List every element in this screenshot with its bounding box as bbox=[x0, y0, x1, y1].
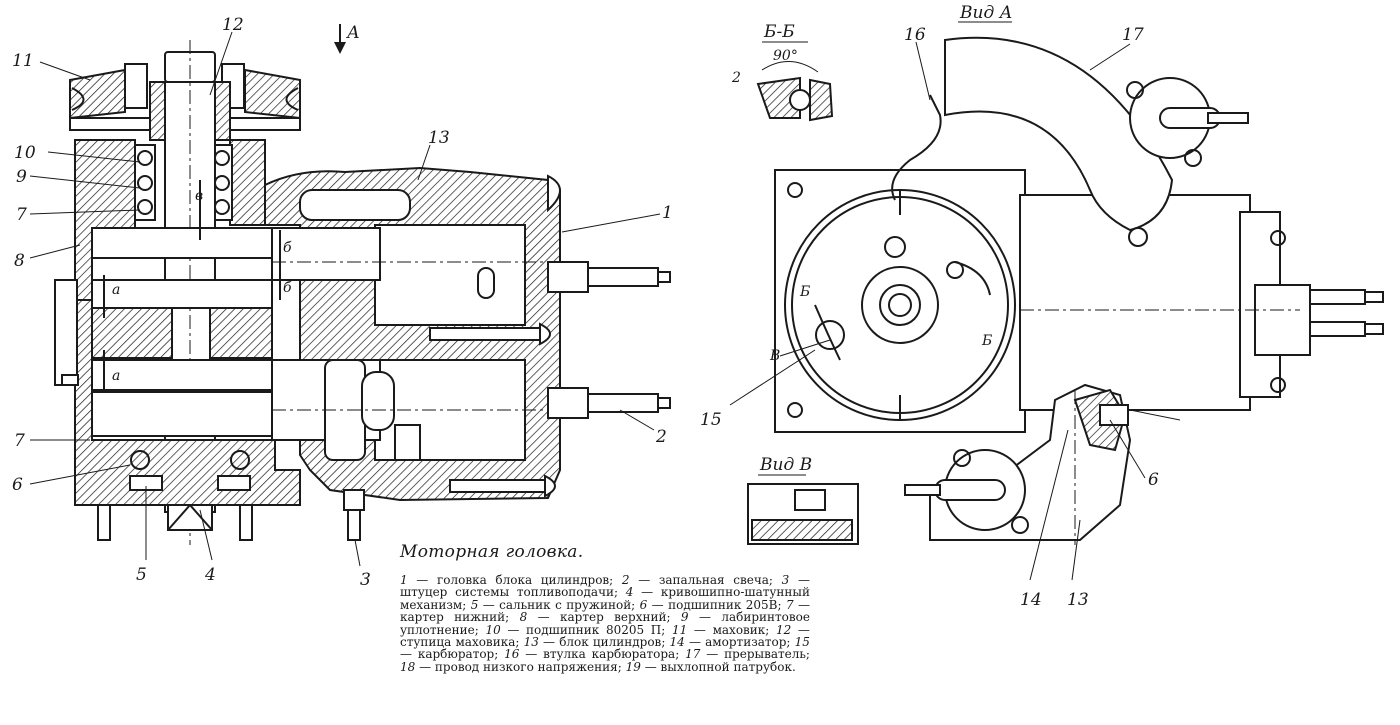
legend-number: 8 bbox=[519, 610, 528, 625]
section-view: А bbox=[12, 15, 673, 590]
legend-text: сальник с пружиной; bbox=[499, 597, 636, 612]
legend-number: 4 bbox=[625, 585, 634, 600]
legend-text: головка блока цилиндров; bbox=[436, 573, 614, 587]
legend-number: 10 bbox=[485, 622, 501, 637]
spark-plug-2 bbox=[547, 387, 671, 419]
legend-number: 3 bbox=[781, 573, 790, 587]
legend-number: 15 bbox=[794, 635, 810, 650]
svg-text:90°: 90° bbox=[773, 48, 798, 64]
view-a: Вид А Б bbox=[700, 3, 1384, 610]
svg-text:12: 12 bbox=[222, 15, 244, 35]
svg-text:3: 3 bbox=[360, 570, 371, 590]
legend-number: 19 bbox=[625, 659, 641, 674]
legend-text: кривошипно-шатунный механизм; bbox=[400, 585, 810, 612]
legend-number: 2 bbox=[621, 573, 630, 587]
legend-number: 13 bbox=[523, 635, 539, 650]
spark-plug-1 bbox=[547, 261, 671, 293]
svg-text:10: 10 bbox=[14, 143, 36, 163]
fuel-fitting bbox=[343, 489, 365, 541]
svg-text:Б: Б bbox=[981, 333, 992, 349]
svg-text:а: а bbox=[112, 368, 120, 384]
legend-number: 5 bbox=[470, 597, 479, 612]
svg-text:в: в bbox=[195, 188, 203, 204]
svg-text:7: 7 bbox=[16, 205, 27, 225]
svg-text:13: 13 bbox=[1067, 590, 1089, 610]
legend-text: прерыватель; bbox=[724, 647, 810, 662]
legend-text: блок цилиндров; bbox=[559, 635, 666, 650]
low-voltage-wire bbox=[891, 94, 942, 201]
legend-number: 12 bbox=[776, 622, 792, 637]
svg-text:7: 7 bbox=[14, 431, 25, 451]
svg-text:15: 15 bbox=[700, 410, 722, 430]
figure-legend: 1 — головка блока цилиндров; 2 — запальн… bbox=[400, 573, 810, 674]
figure-title: Моторная головка. bbox=[400, 542, 584, 562]
legend-number: 1 bbox=[400, 573, 408, 587]
svg-text:4: 4 bbox=[204, 565, 216, 585]
svg-text:2: 2 bbox=[655, 427, 667, 447]
cylinder-block bbox=[264, 166, 561, 502]
legend-text: запальная свеча; bbox=[658, 573, 773, 587]
legend-number: 7 bbox=[785, 597, 794, 612]
callouts-right: 16 17 15 6 13 14 bbox=[700, 25, 1159, 610]
svg-text:б: б bbox=[283, 240, 292, 256]
callouts-left: 11 12 10 9 7 8 7 6 5 4 3 13 1 2 bbox=[12, 15, 673, 590]
legend-number: 14 bbox=[669, 635, 685, 650]
view-arrow-a: А bbox=[334, 23, 360, 54]
legend-text: ступица маховика; bbox=[400, 635, 520, 650]
svg-text:6: 6 bbox=[1148, 470, 1159, 490]
svg-text:б: б bbox=[283, 280, 292, 296]
svg-text:17: 17 bbox=[1122, 25, 1144, 45]
section-bb-inset: Б-Б 90° 2 bbox=[731, 22, 834, 122]
view-v-inset: Вид В bbox=[747, 455, 859, 545]
exhaust-pipe bbox=[944, 36, 1249, 247]
svg-text:1: 1 bbox=[662, 203, 673, 223]
lower-crankcase bbox=[54, 279, 301, 541]
legend-text: карбюратор; bbox=[417, 647, 499, 662]
svg-text:а: а bbox=[112, 282, 120, 298]
legend-text: подшипник 80205 П; bbox=[526, 622, 666, 637]
legend-text: подшипник 205В; bbox=[668, 597, 782, 612]
legend-text: провод низкого напряжения; bbox=[434, 659, 622, 674]
svg-text:В: В bbox=[769, 348, 780, 364]
studs bbox=[429, 174, 561, 498]
breaker-disc: Б Б В bbox=[769, 189, 1016, 421]
legend-number: 9 bbox=[680, 610, 689, 625]
legend-text: картер верхний; bbox=[560, 610, 671, 625]
section-marks: в б б а а bbox=[103, 180, 292, 392]
legend-text: выхлопной патрубок. bbox=[660, 659, 796, 674]
legend-text: картер нижний; bbox=[400, 610, 510, 625]
legend-text: маховик; bbox=[712, 622, 770, 637]
svg-text:5: 5 bbox=[136, 565, 147, 585]
svg-text:14: 14 bbox=[1020, 590, 1042, 610]
svg-text:Б-Б: Б-Б bbox=[763, 22, 795, 42]
svg-text:13: 13 bbox=[428, 128, 450, 148]
svg-text:6: 6 bbox=[12, 475, 23, 495]
svg-text:А: А bbox=[346, 23, 360, 43]
svg-text:11: 11 bbox=[12, 51, 34, 71]
svg-text:Вид В: Вид В bbox=[759, 455, 812, 475]
carburetor bbox=[904, 383, 1181, 545]
svg-text:8: 8 bbox=[14, 251, 25, 271]
svg-text:Вид А: Вид А bbox=[959, 3, 1013, 23]
svg-text:9: 9 bbox=[16, 167, 27, 187]
legend-number: 17 bbox=[685, 647, 701, 662]
legend-text: амортизатор; bbox=[705, 635, 791, 650]
legend-number: 11 bbox=[671, 622, 688, 637]
legend-text: втулка карбюратора; bbox=[543, 647, 680, 662]
legend-number: 18 bbox=[400, 659, 416, 674]
legend-text: штуцер системы топливоподачи; bbox=[400, 585, 619, 600]
svg-text:Б: Б bbox=[799, 284, 810, 300]
legend-text: лабиринтовое уплотнение; bbox=[400, 610, 810, 637]
svg-text:2: 2 bbox=[731, 70, 741, 86]
svg-text:16: 16 bbox=[904, 25, 926, 45]
legend-number: 16 bbox=[504, 647, 520, 662]
legend-number: 6 bbox=[639, 597, 648, 612]
